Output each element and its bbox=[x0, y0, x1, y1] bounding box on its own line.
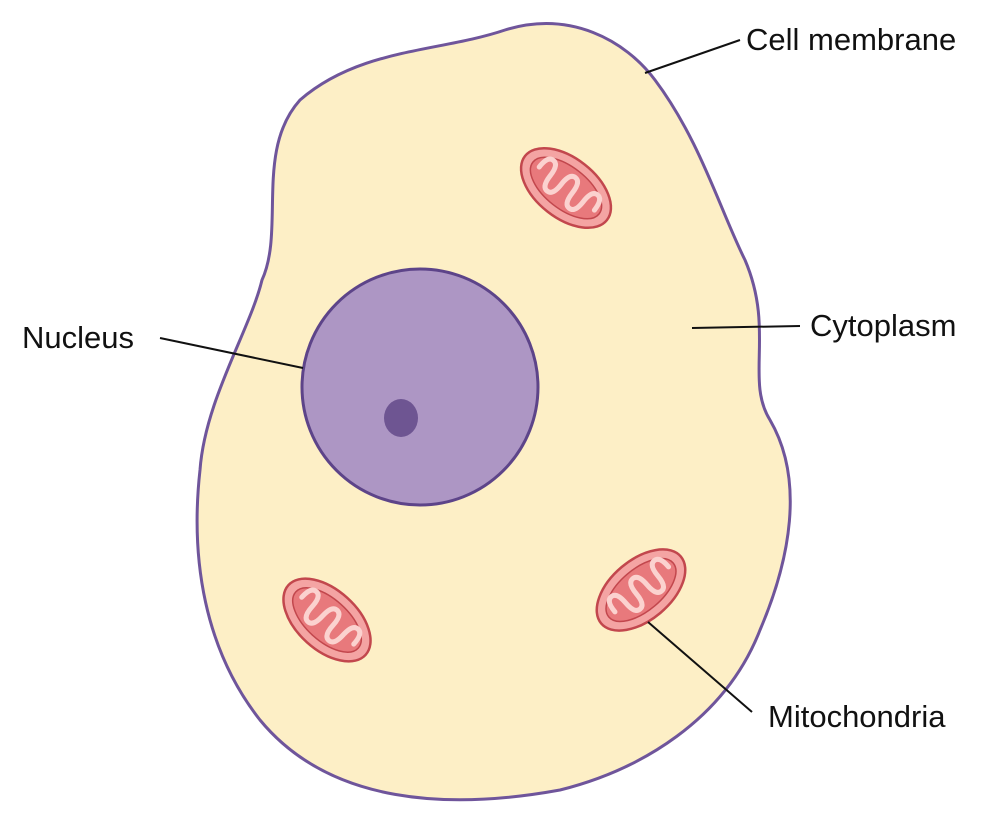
label-nucleus: Nucleus bbox=[22, 320, 134, 355]
leader-line-cell-membrane bbox=[644, 39, 741, 74]
nucleolus bbox=[384, 399, 418, 437]
mitochondrion bbox=[595, 548, 687, 632]
mitochondrion bbox=[282, 577, 372, 663]
label-mitochondria: Mitochondria bbox=[768, 699, 946, 734]
label-cell-membrane: Cell membrane bbox=[746, 22, 956, 57]
leader-line-nucleus bbox=[159, 337, 304, 369]
leader-line-mitochondria bbox=[647, 621, 753, 713]
label-cytoplasm: Cytoplasm bbox=[810, 308, 956, 343]
mitochondrion bbox=[519, 146, 613, 230]
nucleus bbox=[300, 267, 540, 507]
leader-line-cytoplasm bbox=[691, 325, 801, 329]
